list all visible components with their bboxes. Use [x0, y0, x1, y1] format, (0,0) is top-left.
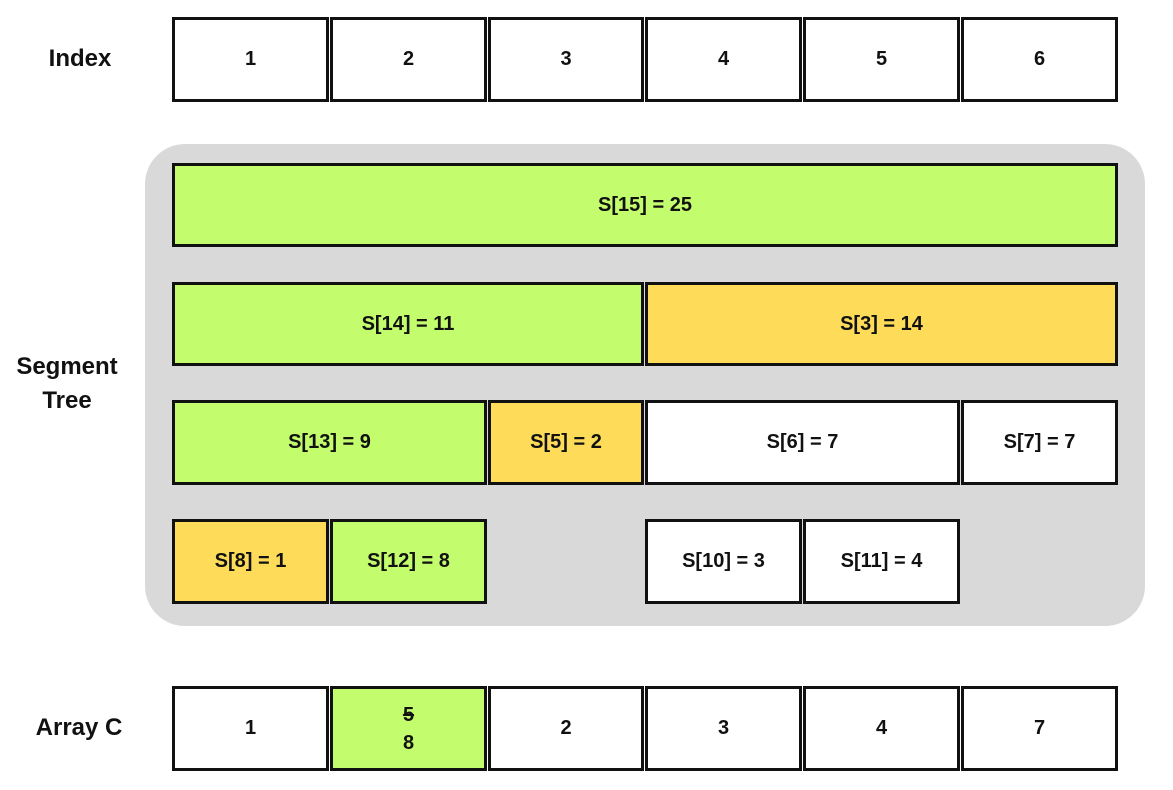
tree-node-s10: S[10] = 3: [645, 519, 802, 604]
array-c-old-value: 5: [402, 703, 415, 726]
tree-node-s6: S[6] = 7: [645, 400, 960, 485]
array-c-cell-4: 3: [645, 686, 802, 771]
tree-node-s12: S[12] = 8: [330, 519, 487, 604]
tree-node-s14: S[14] = 11: [172, 282, 644, 366]
tree-node-s7: S[7] = 7: [961, 400, 1118, 485]
array-c-cell-1: 1: [172, 686, 329, 771]
index-cell-1: 1: [172, 17, 329, 102]
tree-node-s15: S[15] = 25: [172, 163, 1118, 247]
index-label: Index: [48, 45, 112, 72]
array-c-new-value: 8: [402, 731, 415, 754]
tree-node-s13: S[13] = 9: [172, 400, 487, 485]
tree-node-s3: S[3] = 14: [645, 282, 1118, 366]
array-c-cell-3: 2: [488, 686, 644, 771]
index-cell-4: 4: [645, 17, 802, 102]
index-cell-3: 3: [488, 17, 644, 102]
index-cell-5: 5: [803, 17, 960, 102]
segment-tree-label: Segment Tree: [16, 353, 118, 414]
array-c-label: Array C: [35, 714, 123, 741]
array-c-cell-2: 5 8: [330, 686, 487, 771]
array-c-cell-5: 4: [803, 686, 960, 771]
tree-node-s5: S[5] = 2: [488, 400, 644, 485]
array-c-cell-6: 7: [961, 686, 1118, 771]
tree-node-s8: S[8] = 1: [172, 519, 329, 604]
tree-node-s11: S[11] = 4: [803, 519, 960, 604]
index-cell-6: 6: [961, 17, 1118, 102]
index-cell-2: 2: [330, 17, 487, 102]
